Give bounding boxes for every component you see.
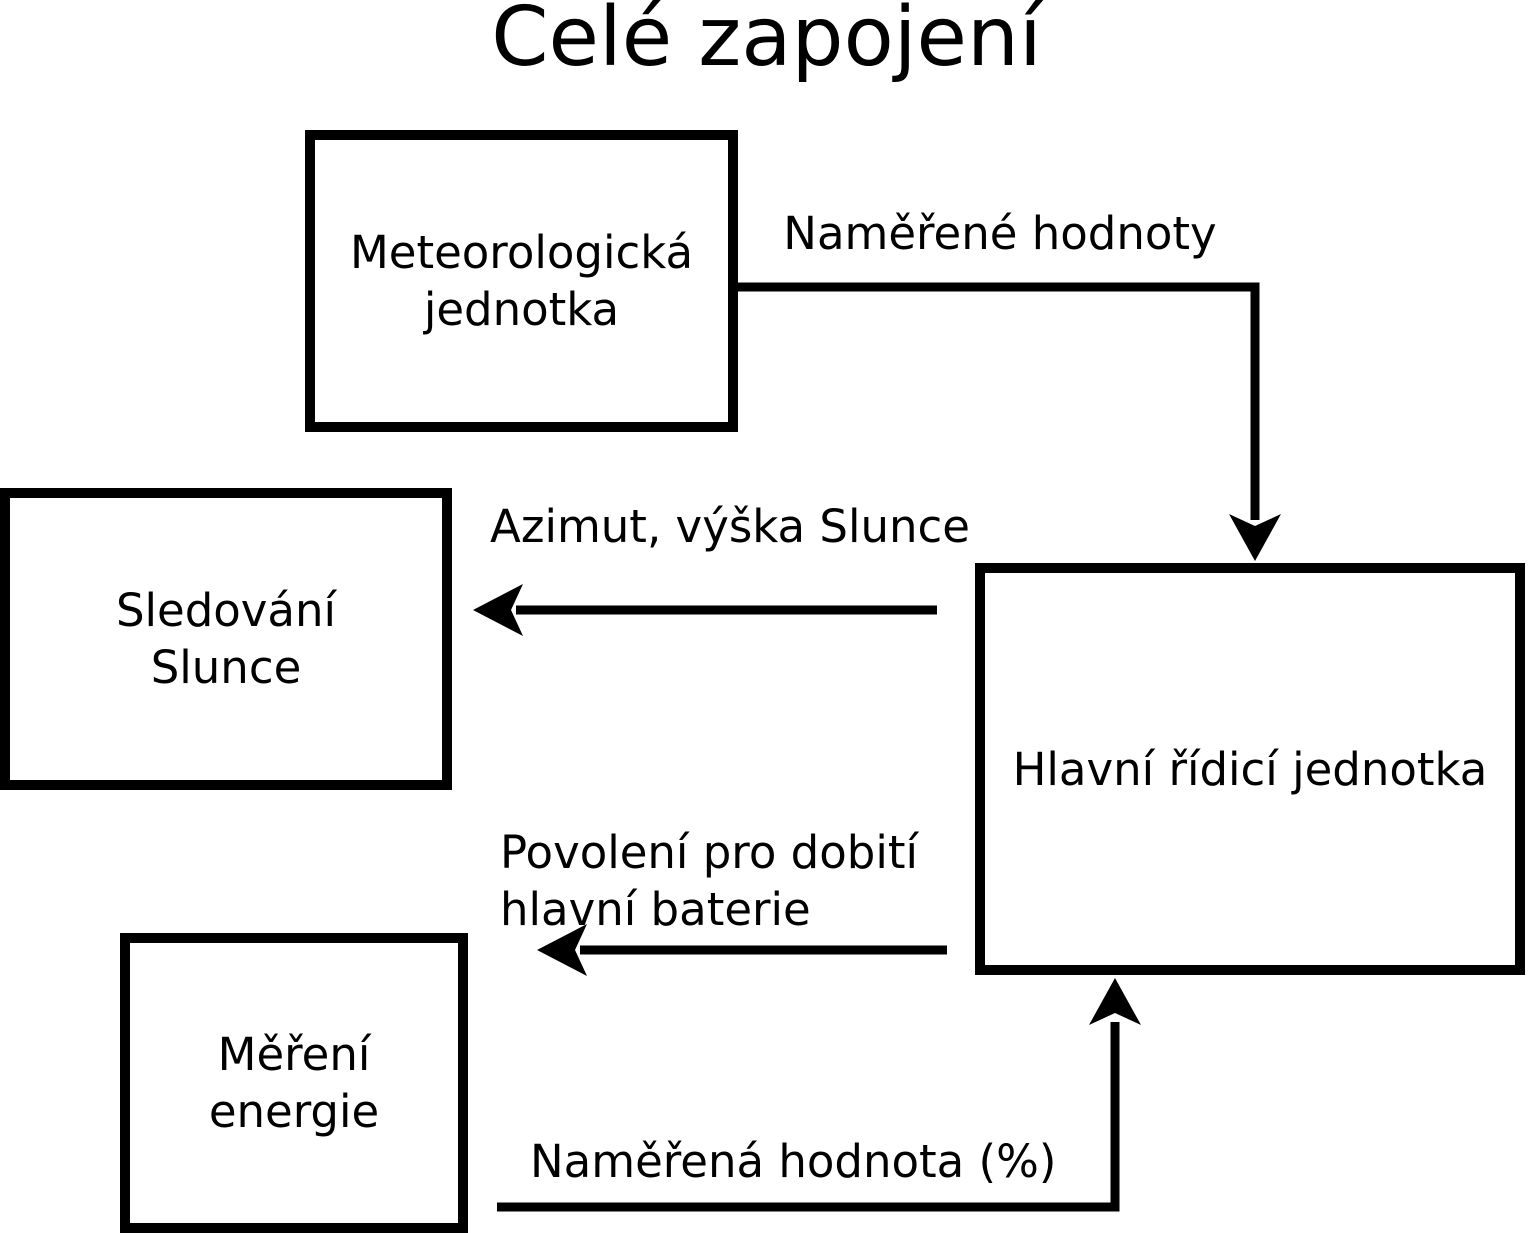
edge-label-namerene-hodnoty: Naměřené hodnoty [783,207,1217,260]
node-meteorologicka-jednotka: Meteorologická jednotka [305,130,738,432]
edge-meteo-to-main-line [735,282,1260,520]
edge-label-povoleni-pro-dobiti: Povolení pro dobití hlavní baterie [500,826,918,936]
edge-energy-to-main-arrowhead-icon [1089,978,1141,1025]
node-meteorologicka-jednotka-label: Meteorologická jednotka [349,226,694,336]
edge-label-namerena-hodnota: Naměřená hodnota (%) [530,1135,1057,1188]
node-mereni-energie-label: Měření energie [208,1028,380,1138]
diagram-title: Celé zapojení [491,0,1042,85]
node-mereni-energie: Měření energie [120,933,468,1233]
node-sledovani-slunce-label: Sledování Slunce [115,584,337,694]
node-sledovani-slunce: Sledování Slunce [0,488,452,790]
edge-label-azimut-vyska-slunce: Azimut, výška Slunce [490,500,970,553]
node-hlavni-ridici-jednotka: Hlavní řídicí jednotka [975,563,1525,975]
node-hlavni-ridici-jednotka-label: Hlavní řídicí jednotka [1012,742,1488,796]
edge-meteo-to-main-arrowhead-icon [1229,514,1281,561]
edge-main-to-sun-arrowhead-icon [473,584,523,636]
